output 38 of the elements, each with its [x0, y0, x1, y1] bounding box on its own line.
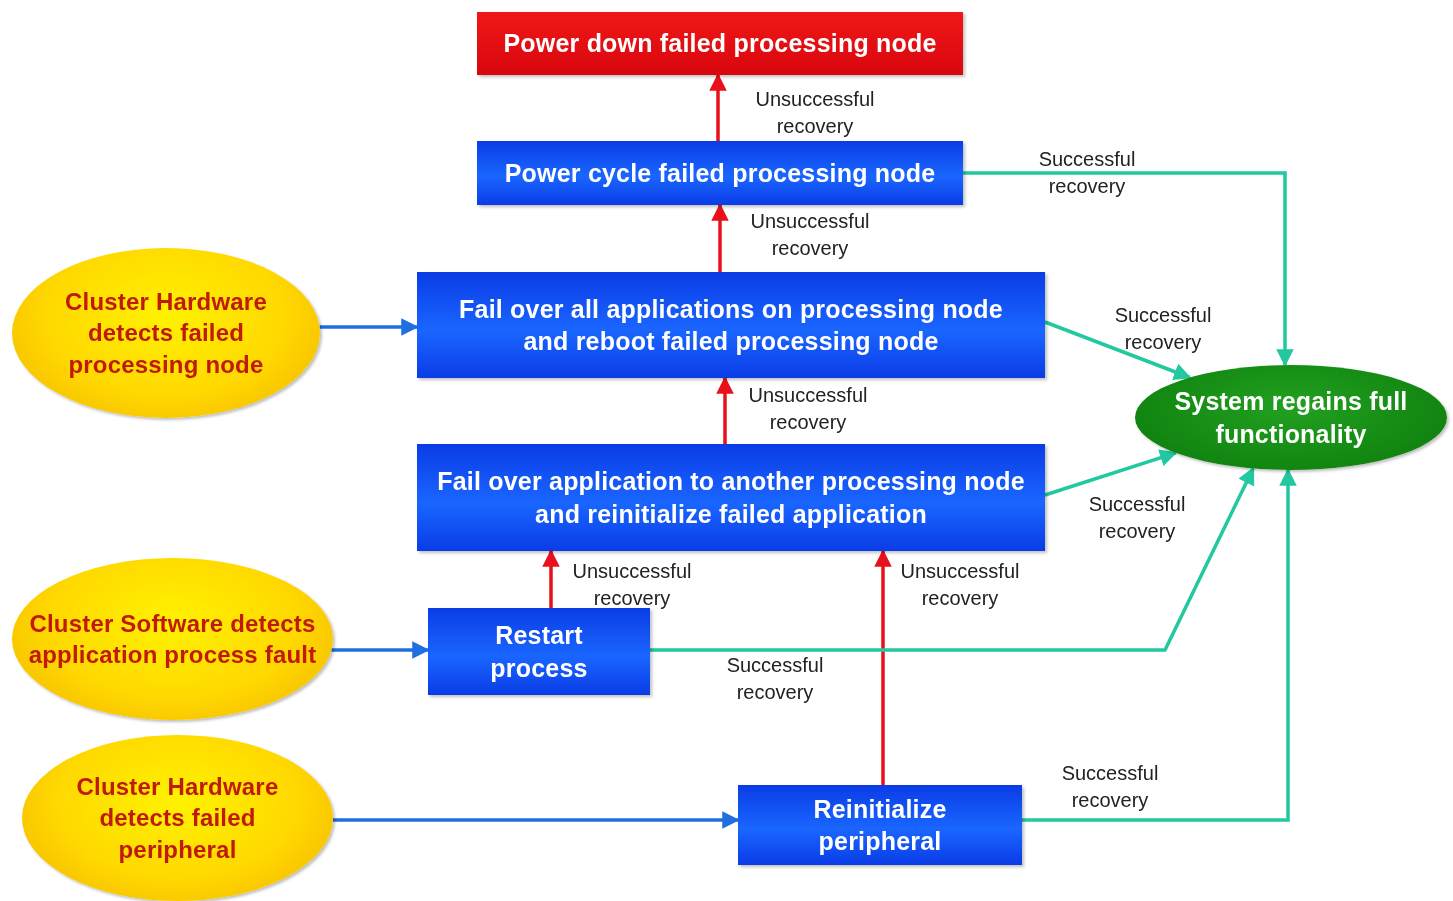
arrow: [319, 318, 419, 336]
node-text: Cluster Hardware detects failed peripheral: [75, 772, 280, 865]
edge-label: Successful recovery: [725, 653, 825, 705]
edge-label: Successful recovery: [1060, 761, 1160, 813]
node-text: Cluster Hardware detects failed processing node: [64, 287, 268, 380]
process-box: [477, 141, 963, 205]
edge-label: Unsuccessful recovery: [571, 559, 693, 611]
process-box: [428, 608, 650, 695]
edge-label: Unsuccessful recovery: [747, 383, 869, 435]
arrow: [963, 171, 1294, 367]
arrow: [1044, 320, 1192, 381]
node-text: Fail over application to another processing node and reinitialize failed application: [436, 466, 1026, 530]
arrow: [331, 641, 430, 659]
arrow: [716, 376, 734, 444]
edge-label: Successful recovery: [1087, 492, 1187, 544]
arrow: [874, 549, 892, 785]
edge-label: Successful recovery: [1113, 303, 1213, 355]
node-text: Power cycle failed processing node: [504, 157, 936, 189]
process-box: [417, 272, 1045, 378]
process-box: [477, 12, 963, 75]
arrow: [711, 203, 729, 272]
edge-label: Successful recovery: [1037, 147, 1137, 199]
edge-label: Unsuccessful recovery: [749, 209, 871, 261]
process-box: [417, 444, 1045, 551]
edge-label: Unsuccessful recovery: [899, 559, 1021, 611]
node-text: Reinitialize peripheral: [812, 793, 948, 857]
node-text: Restart process: [489, 620, 589, 684]
node-text: Cluster Software detects application process fault: [28, 608, 317, 670]
arrow: [1022, 468, 1297, 822]
arrow: [333, 811, 740, 829]
edge-label: Unsuccessful recovery: [754, 87, 876, 139]
node-text: System regains full functionality: [1173, 386, 1409, 450]
arrow: [709, 73, 727, 141]
arrow: [1044, 449, 1178, 497]
node-text: Fail over all applications on processing node and reboot failed processing node: [458, 293, 1004, 357]
node-text: Power down failed processing node: [503, 28, 937, 60]
arrow: [542, 549, 560, 608]
process-box: [738, 785, 1022, 865]
